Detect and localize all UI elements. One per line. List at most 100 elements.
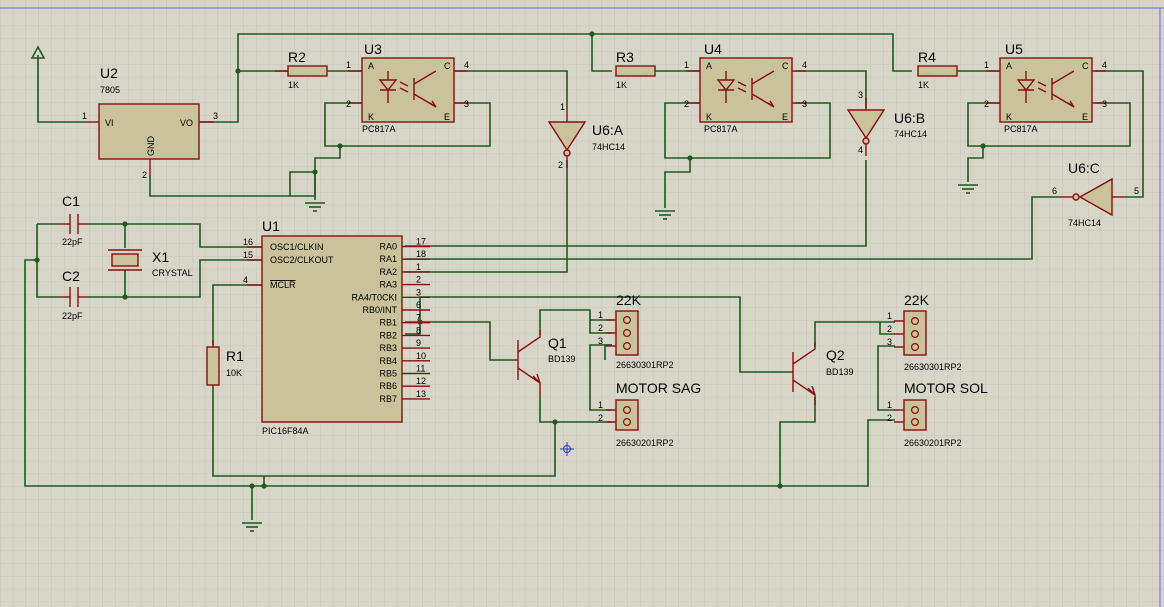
inverter-u6b[interactable]: 3 4 U6:B 74HC14 (846, 90, 927, 156)
u2-pin-num-vi: 1 (82, 111, 87, 121)
q1-ref: Q1 (548, 335, 567, 351)
capacitor-c2[interactable]: C2 22pF (60, 268, 88, 321)
u6b-ref: U6:B (894, 110, 925, 126)
optocoupler-u5[interactable]: A C K E 1 2 4 3 U5 PC817A (984, 41, 1107, 134)
optocoupler-u3[interactable]: A C K E 1 2 4 3 U3 PC817A (346, 41, 469, 134)
u1-pin-name: OSC1/CLKIN (270, 242, 324, 252)
pot2-pin-3: 3 (887, 337, 892, 347)
x1-value: CRYSTAL (152, 268, 193, 278)
u6a-ref: U6:A (592, 122, 624, 138)
u5-pin-4: 4 (1102, 60, 1107, 70)
u6a-value: 74HC14 (592, 142, 625, 152)
u1-pin-number: 13 (416, 389, 426, 399)
r2-ref: R2 (288, 49, 306, 65)
u1-pin-number: 1 (416, 262, 421, 272)
pot1-pin-1: 1 (598, 310, 603, 320)
ground-symbol-u4[interactable] (655, 210, 675, 220)
resistor-r4[interactable]: R4 1K (917, 49, 958, 90)
motor1-pin-1: 1 (598, 400, 603, 410)
r3-ref: R3 (616, 49, 634, 65)
u5-ref: U5 (1005, 41, 1023, 57)
u1-pin-number: 16 (243, 237, 253, 247)
motor1-value: 26630201RP2 (616, 438, 674, 448)
u6b-pin-in: 3 (858, 90, 863, 100)
inverter-u6c[interactable]: 5 6 U6:C 74HC14 (1052, 160, 1139, 228)
pot1-value: 26630301RP2 (616, 360, 674, 370)
transistor-q1[interactable]: Q1 BD139 (515, 330, 576, 397)
u1-pin-number: 15 (243, 250, 253, 260)
u1-pin-name: RA0 (379, 242, 397, 252)
u1-pin-name: RB6 (379, 381, 397, 391)
u2-pin-gnd: GND (146, 136, 156, 157)
u1-pin-name: RB7 (379, 394, 397, 404)
motor2-ref: MOTOR SOL (904, 380, 988, 396)
transistor-q2[interactable]: Q2 BD139 (790, 342, 854, 405)
connector-pot1[interactable]: 1 2 3 22K 26630301RP2 (598, 292, 674, 370)
u4-ref: U4 (704, 41, 722, 57)
motor2-pin-1: 1 (887, 400, 892, 410)
u1-value: PIC16F84A (262, 426, 309, 436)
c1-ref: C1 (62, 193, 80, 209)
connector-motor-sol[interactable]: 1 2 MOTOR SOL 26630201RP2 (887, 380, 988, 448)
resistor-r3[interactable]: R3 1K (615, 49, 656, 90)
u2-pin-num-vo: 3 (213, 111, 218, 121)
u4-pin-a: A (706, 61, 712, 71)
connector-motor-sag[interactable]: 1 2 MOTOR SAG 26630201RP2 (598, 380, 701, 448)
vcc-power-arrow[interactable] (30, 45, 46, 59)
u5-pin-k: K (1006, 112, 1012, 122)
u1-ref: U1 (262, 218, 280, 234)
u1-pin-name: MCLR (270, 280, 296, 290)
u4-value: PC817A (704, 124, 738, 134)
u3-value: PC817A (362, 124, 396, 134)
capacitor-c1[interactable]: C1 22pF (60, 193, 88, 247)
ground-symbol-u5[interactable] (958, 184, 978, 194)
q2-value: BD139 (826, 367, 854, 377)
u3-pin-c: C (444, 61, 451, 71)
u1-pin-name: RA4/T0CKI (351, 292, 397, 302)
u5-pin-2: 2 (984, 99, 989, 109)
u2-pin-num-gnd: 2 (142, 170, 147, 180)
u6c-pin-in: 5 (1134, 186, 1139, 196)
u2-regulator[interactable]: U2 7805 VI VO GND 1 3 2 (82, 65, 218, 180)
r3-value: 1K (616, 80, 627, 90)
u3-pin-k: K (368, 112, 374, 122)
u5-pin-a: A (1006, 61, 1012, 71)
c1-value: 22pF (62, 237, 83, 247)
q2-ref: Q2 (826, 347, 845, 363)
ground-symbol-main[interactable] (242, 522, 262, 532)
u2-ref: U2 (100, 65, 118, 81)
u5-pin-1: 1 (984, 60, 989, 70)
pot2-pin-2: 2 (887, 324, 892, 334)
u1-pin-name: RB5 (379, 369, 397, 379)
motor2-value: 26630201RP2 (904, 438, 962, 448)
u6c-value: 74HC14 (1068, 218, 1101, 228)
u1-pin-name: RB3 (379, 343, 397, 353)
u4-pin-4: 4 (802, 60, 807, 70)
resistor-r2[interactable]: R2 1K (275, 49, 328, 90)
u6b-pin-out: 4 (858, 145, 863, 155)
resistor-r1[interactable]: R1 10K (206, 340, 244, 386)
c2-value: 22pF (62, 311, 83, 321)
u1-pin-name: OSC2/CLKOUT (270, 255, 334, 265)
u3-ref: U3 (364, 41, 382, 57)
u5-pin-e: E (1082, 112, 1088, 122)
u4-pin-1: 1 (684, 60, 689, 70)
r4-ref: R4 (918, 49, 936, 65)
ground-symbol-u2[interactable] (305, 202, 325, 212)
u1-pin-number: 7 (416, 313, 421, 323)
u5-pin-c: C (1082, 61, 1089, 71)
crystal-x1[interactable]: X1 CRYSTAL (108, 249, 193, 278)
u1-pin-number: 3 (416, 287, 421, 297)
u3-pin-2: 2 (346, 99, 351, 109)
inverter-u6a[interactable]: 1 2 U6:A 74HC14 (547, 102, 625, 170)
u1-pin-name: RA3 (379, 280, 397, 290)
pot1-ref: 22K (616, 292, 642, 308)
u1-pin-name: RB1 (379, 318, 397, 328)
optocoupler-u4[interactable]: A C K E 1 2 4 3 U4 PC817A (684, 41, 807, 134)
u1-pin-number: 4 (243, 275, 248, 285)
connector-pot2[interactable]: 1 2 3 22K 26630301RP2 (887, 292, 962, 372)
